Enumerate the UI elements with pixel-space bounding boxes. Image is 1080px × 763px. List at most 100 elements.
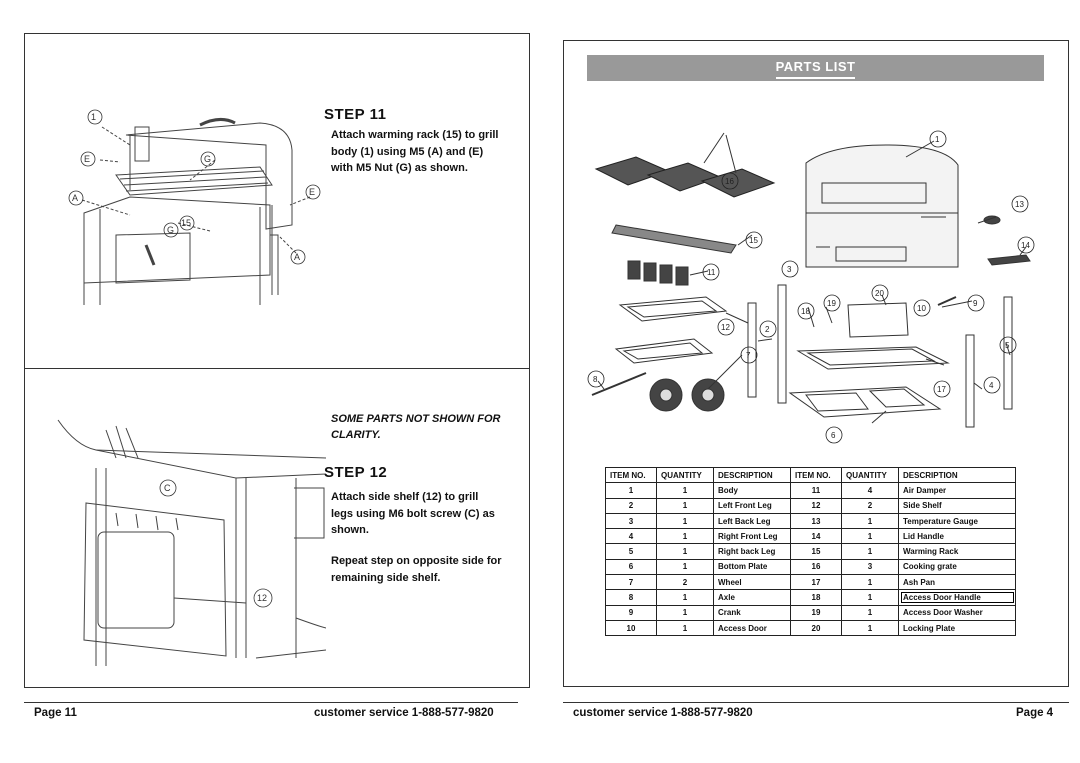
quantity-cell: 3 [841,558,899,576]
callout-label: A [294,252,300,262]
diagram-callout: 13 [1015,200,1024,209]
diagram-callout: 14 [1021,241,1030,250]
diagram-callout: 10 [917,304,926,313]
parts-list-title: PARTS LIST [775,57,856,79]
description-cell: Left Front Leg [713,497,791,514]
footer-rule [24,702,518,703]
item-no-cell: 17 [790,574,842,591]
item-no-cell: 8 [605,589,657,606]
item-no-cell: 10 [605,619,657,637]
item-no-cell: 6 [605,558,657,576]
diagram-callout: 6 [831,431,836,440]
callout-label: G [167,225,174,235]
quantity-cell: 1 [656,619,714,637]
description-cell: Access Door Washer [898,604,1016,621]
diagram-callout: 20 [875,289,884,298]
description-cell: Ash Pan [898,574,1016,591]
step12-repeat-line: Repeat step on opposite side for [331,555,502,567]
col-quantity: QUANTITY [656,466,714,484]
panel-divider [25,368,529,369]
col-item-no: ITEM NO. [605,466,657,484]
quantity-cell: 2 [656,574,714,591]
step11-line: with M5 Nut (G) as shown. [331,162,468,174]
quantity-cell: 1 [656,482,714,499]
description-cell: Lid Handle [898,528,1016,545]
description-cell: Right back Leg [713,543,791,560]
description-cell: Side Shelf [898,497,1016,514]
callout-label: 12 [257,593,267,603]
callout-label: 1 [91,112,96,122]
item-no-cell: 14 [790,528,842,545]
quantity-cell: 1 [841,528,899,545]
quantity-cell: 1 [841,589,899,606]
cooking-grate-shape [594,156,776,198]
left-customer-service: customer service 1-888-577-9820 [314,707,494,719]
step11-line: body (1) using M5 (A) and (E) [331,145,484,158]
diagram-callout: 3 [787,265,792,274]
diagram-callout: 16 [725,177,734,186]
diagram-callout: 17 [937,385,946,394]
item-no-cell: 1 [605,482,657,499]
note-line: SOME PARTS NOT SHOWN FOR [331,413,501,425]
description-cell: Access Door Handle [898,589,1016,606]
description-cell: Cooking grate [898,558,1016,576]
item-no-cell: 11 [790,482,842,499]
item-no-cell: 12 [790,497,842,514]
description-cell: Left Back Leg [713,512,791,530]
diagram-callout: 7 [746,351,751,360]
parts-table: ITEM NO. QUANTITY DESCRIPTION ITEM NO. Q… [605,466,1016,637]
item-no-cell: 16 [790,558,842,576]
description-cell: Crank [713,604,791,621]
item-no-cell: 18 [790,589,842,606]
col-description: DESCRIPTION [713,466,791,484]
diagram-callout: 5 [1005,341,1010,350]
callout-label: G [204,154,211,164]
diagram-callout: 19 [827,299,836,308]
grill-step11-illustration: 1 E G A 15 G E A [68,109,321,305]
description-cell: Temperature Gauge [898,512,1016,530]
diagram-callout: 15 [749,236,758,245]
parts-list-frame: PARTS LIST [563,40,1069,687]
clarity-note: SOME PARTS NOT SHOWN FOR CLARITY. [331,411,501,443]
callout-label: A [72,193,78,203]
diagram-callout: 2 [765,325,770,334]
step11-instructions: Attach warming rack (15) to grill body (… [331,127,498,177]
exploded-parts-diagram: 1 2 3 4 5 6 7 8 9 10 11 12 13 14 15 16 1… [587,130,1035,444]
item-no-cell: 13 [790,512,842,530]
step12-line: shown. [331,524,369,536]
right-customer-service: customer service 1-888-577-9820 [573,707,753,719]
callout-label: 15 [181,218,191,228]
quantity-cell: 1 [656,512,714,530]
parts-table-header: ITEM NO. QUANTITY DESCRIPTION ITEM NO. Q… [605,466,1016,484]
right-page-number: Page 4 [1016,707,1054,719]
diagram-callout: 1 [935,135,940,144]
col-description: DESCRIPTION [898,466,1016,484]
description-cell: Access Door [713,619,791,637]
diagram-callout: 4 [989,381,994,390]
quantity-cell: 1 [656,497,714,514]
quantity-cell: 4 [841,482,899,499]
note-line: CLARITY. [331,429,381,441]
step11-line: Attach warming rack (15) to grill [331,129,499,141]
description-cell: Warming Rack [898,543,1016,560]
diagram-callout: 11 [707,268,716,277]
quantity-cell: 1 [656,528,714,545]
quantity-cell: 1 [656,543,714,560]
description-cell: Axle [713,589,791,606]
callout-label: E [309,187,315,197]
callout-label: E [84,154,90,164]
quantity-cell: 1 [841,512,899,530]
item-no-cell: 2 [605,497,657,514]
step12-instructions: Attach side shelf (12) to grill legs usi… [331,489,495,539]
footer-rule [563,702,1069,703]
item-no-cell: 20 [790,619,842,637]
